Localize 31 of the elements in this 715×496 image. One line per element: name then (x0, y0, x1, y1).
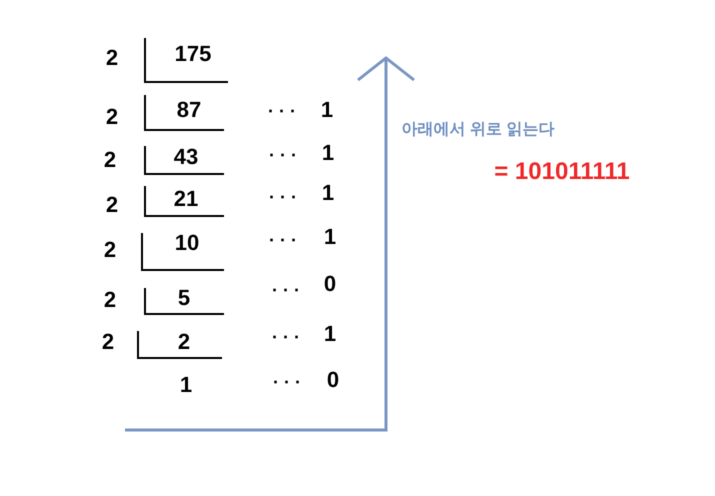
remainder-digit: 1 (320, 99, 334, 121)
ellipsis-dots: · · · (268, 102, 296, 120)
quotient-number: 21 (174, 188, 198, 210)
divisor-number: 2 (102, 331, 114, 353)
divisor-number: 2 (106, 194, 118, 216)
divisor-number: 2 (106, 106, 118, 128)
quotient-number: 43 (174, 146, 198, 168)
divisor-number: 2 (106, 47, 118, 69)
quotient-number: 2 (178, 331, 190, 353)
ellipsis-dots: · · · (273, 373, 301, 391)
quotient-number: 10 (174, 232, 200, 254)
divisor-number: 2 (104, 149, 116, 171)
divisor-number: 2 (104, 239, 116, 261)
remainder-digit: 0 (326, 369, 340, 391)
ellipsis-dots: · · · (269, 146, 297, 164)
remainder-digit: 1 (324, 323, 336, 345)
remainder-digit: 1 (324, 226, 336, 248)
ellipsis-dots: · · · (272, 281, 300, 299)
remainder-digit: 1 (322, 182, 334, 204)
quotient-number: 1 (180, 374, 192, 396)
note-text: 아래에서 위로 읽는다 (402, 122, 554, 138)
ellipsis-dots: · · · (272, 328, 300, 346)
remainder-digit: 1 (322, 142, 334, 164)
quotient-number: 5 (178, 287, 190, 309)
divisor-number: 2 (104, 289, 116, 311)
remainder-digit: 0 (324, 273, 336, 295)
quotient-number: 175 (174, 43, 212, 65)
result-text: = 101011111 (494, 160, 630, 184)
ellipsis-dots: · · · (269, 188, 297, 206)
ellipsis-dots: · · · (269, 231, 297, 249)
quotient-number: 87 (176, 99, 202, 121)
